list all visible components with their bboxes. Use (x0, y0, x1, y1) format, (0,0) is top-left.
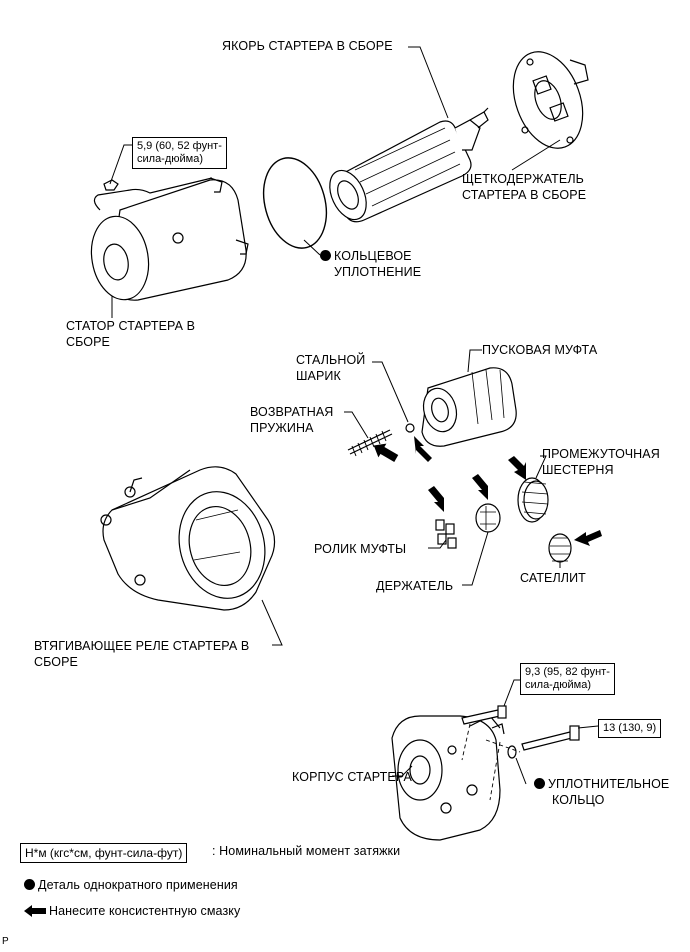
seal-ring-drawing (507, 745, 517, 759)
housing-bolt-short-drawing (461, 705, 507, 725)
return-spring-label-line1: ВОЗВРАТНАЯ (250, 405, 334, 419)
brush-holder-drawing (512, 51, 589, 149)
idle-gear-label: ПРОМЕЖУТОЧНАЯ ШЕСТЕРНЯ (542, 446, 660, 478)
legend-grease-text: Нанесите консистентную смазку (49, 904, 241, 918)
retainer-leader (462, 531, 489, 586)
retainer-drawing (475, 503, 501, 533)
yoke-label-line2: СБОРЕ (66, 335, 110, 349)
clutch-roller-drawing (435, 519, 457, 549)
planet-gear-drawing (548, 533, 572, 563)
housing-torque-box-b: 13 (130, 9) (598, 719, 662, 738)
magnetic-switch-drawing (100, 466, 276, 611)
yoke-label: СТАТОР СТАРТЕРА В СБОРЕ (66, 318, 195, 350)
grease-arrow-planet (574, 530, 602, 546)
clutch-drawing (421, 367, 517, 447)
steel-ball-label: СТАЛЬНОЙ ШАРИК (296, 352, 365, 384)
housing-torque-box-a: 9,3 (95, 82 фунт- сила-дюйма) (520, 663, 615, 695)
o-ring-label: КОЛЬЦЕВОЕ УПЛОТНЕНИЕ (320, 248, 421, 280)
clutch-label: ПУСКОВАЯ МУФТА (482, 343, 598, 357)
seal-ring-label: УПЛОТНИТЕЛЬНОЕ КОЛЬЦО (534, 776, 669, 808)
seal-leader (515, 757, 527, 785)
grease-arrow-roller (428, 486, 444, 512)
planet-gear-label: САТЕЛЛИТ (520, 571, 586, 585)
grease-arrow-spring (373, 443, 399, 462)
steel-ball-drawing (405, 423, 415, 433)
armature-label: ЯКОРЬ СТАРТЕРА В СБОРЕ (222, 39, 393, 53)
corner-mark: P (2, 936, 9, 947)
o-ring-label-line1: КОЛЬЦЕВОЕ (334, 249, 412, 263)
grease-arrow-idle-gear (508, 456, 526, 480)
grease-arrow-ball (414, 436, 432, 462)
grease-arrow-icon (24, 905, 46, 917)
idle-gear-label-line2: ШЕСТЕРНЯ (542, 463, 614, 477)
seal-ring-label-line2: КОЛЬЦО (552, 793, 605, 807)
steel-ball-label-line2: ШАРИК (296, 369, 341, 383)
non-reusable-dot-icon (24, 879, 35, 890)
legend-grease: Нанесите консистентную смазку (24, 903, 240, 919)
clutch-leader (467, 349, 482, 373)
legend-torque-text: : Номинальный момент затяжки (212, 844, 401, 858)
steel-ball-leader (372, 361, 409, 423)
legend-torque-box: Н*м (кгс*см, фунт-сила-фут) (20, 843, 188, 863)
roller-leader (428, 539, 447, 549)
yoke-torque-leader (109, 144, 132, 185)
steel-ball-label-line1: СТАЛЬНОЙ (296, 353, 366, 367)
return-spring-label: ВОЗВРАТНАЯ ПРУЖИНА (250, 404, 333, 436)
magnetic-switch-label-line2: СБОРЕ (34, 655, 78, 669)
armature-assembly-drawing (329, 107, 489, 223)
brush-holder-leader (511, 139, 561, 171)
housing-torque-a-line1: 9,3 (95, 82 фунт- (525, 666, 610, 678)
housing-torque-b-leader (577, 725, 599, 729)
o-ring-drawing (262, 157, 328, 249)
spring-leader (344, 411, 369, 439)
yoke-torque-box: 5,9 (60, 52 фунт- сила-дюйма) (132, 137, 227, 169)
legend-non-reusable: Деталь однократного применения (24, 877, 238, 893)
brush-holder-label-line1: ЩЕТКОДЕРЖАТЕЛЬ (462, 172, 584, 186)
non-reusable-dot-icon (534, 778, 545, 789)
housing-torque-a-leader (503, 679, 520, 707)
housing-torque-a-line2: сила-дюйма) (525, 679, 591, 691)
retainer-label: ДЕРЖАТЕЛЬ (376, 579, 454, 593)
starter-housing-drawing (391, 715, 505, 841)
housing-bolt-long-drawing (521, 725, 580, 751)
yoke-torque-line1: 5,9 (60, 52 фунт- (137, 140, 222, 152)
return-spring-drawing (347, 429, 393, 457)
legend-non-reusable-text: Деталь однократного применения (38, 878, 238, 892)
housing-label: КОРПУС СТАРТЕРА (292, 770, 412, 784)
idle-gear-label-line1: ПРОМЕЖУТОЧНАЯ (542, 447, 660, 461)
brush-holder-label: ЩЕТКОДЕРЖАТЕЛЬ СТАРТЕРА В СБОРЕ (462, 171, 586, 203)
magnetic-switch-label-line1: ВТЯГИВАЮЩЕЕ РЕЛЕ СТАРТЕРА В (34, 639, 250, 653)
o-ring-label-line2: УПЛОТНЕНИЕ (334, 265, 422, 279)
yoke-torque-line2: сила-дюйма) (137, 153, 203, 165)
clutch-roller-label: РОЛИК МУФТЫ (314, 542, 407, 556)
idle-gear-drawing (517, 477, 549, 523)
brush-holder-label-line2: СТАРТЕРА В СБОРЕ (462, 188, 587, 202)
non-reusable-dot-icon (320, 250, 331, 261)
idle-gear-leader (535, 455, 547, 479)
grease-arrow-retainer (472, 474, 488, 500)
solenoid-leader (261, 599, 283, 646)
yoke-assembly-drawing (90, 177, 249, 301)
yoke-label-line1: СТАТОР СТАРТЕРА В (66, 319, 196, 333)
o-ring-leader (303, 239, 321, 256)
magnetic-switch-label: ВТЯГИВАЮЩЕЕ РЕЛЕ СТАРТЕРА В СБОРЕ (34, 638, 249, 670)
return-spring-label-line2: ПРУЖИНА (250, 421, 314, 435)
housing-leader (392, 765, 413, 777)
armature-leader (408, 46, 449, 119)
seal-ring-label-line1: УПЛОТНИТЕЛЬНОЕ (548, 777, 670, 791)
